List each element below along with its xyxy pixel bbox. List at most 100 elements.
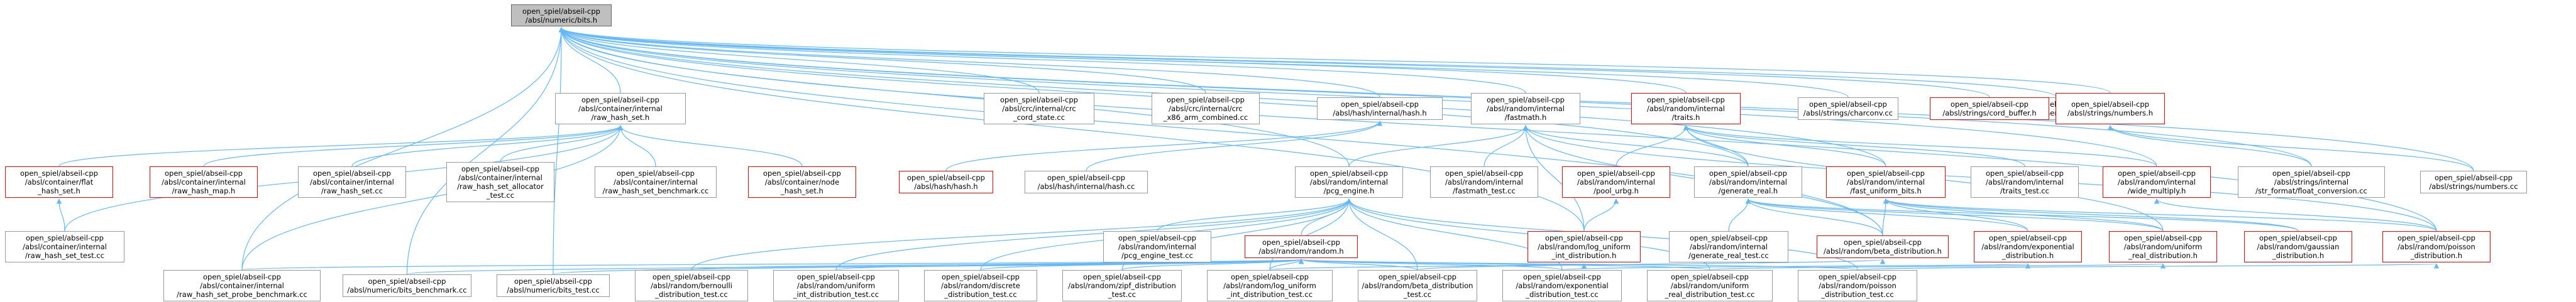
node-label-line: /traits.h [1671, 113, 1700, 122]
node-random-h[interactable]: open_spiel/abseil-cpp/absl/random/random… [1245, 235, 1358, 258]
node-pcg-engine-test[interactable]: open_spiel/abseil-cpp/absl/random/intern… [1103, 231, 1211, 262]
node-exponential-test[interactable]: open_spiel/abseil-cpp/absl/random/expone… [1502, 270, 1622, 301]
node-crc-x86[interactable]: open_spiel/abseil-cpp/absl/crc/internal/… [1152, 93, 1260, 124]
node-label-line: open_spiel/abseil-cpp [2397, 234, 2475, 242]
node-label-line: /absl/random/poisson [2397, 242, 2475, 251]
node-label-line: /raw_hash_set.cc [321, 186, 383, 195]
node-hash-cc[interactable]: open_spiel/abseil-cpp/absl/hash/internal… [1025, 171, 1148, 193]
node-beta-dist[interactable]: open_spiel/abseil-cpp/absl/random/beta_d… [1817, 235, 1949, 258]
node-fastmath-h[interactable]: open_spiel/abseil-cpp/absl/random/intern… [1471, 93, 1580, 124]
edge-uniform_real_test-to-uniform_real_dist [1709, 263, 2165, 271]
node-zipf-test[interactable]: open_spiel/abseil-cpp/absl/random/zipf_d… [1062, 270, 1182, 301]
node-label-line: /pcg_engine_test.cc [1121, 251, 1193, 260]
node-bits-benchmark[interactable]: open_spiel/abseil-cpp/absl/numeric/bits_… [343, 274, 471, 297]
node-label-line: /absl/random/log_uniform [1538, 242, 1631, 251]
node-label-line: /fastmath.h [1504, 113, 1547, 122]
node-label-line: /str_format/float_conversion.cc [2255, 186, 2367, 195]
edge-raw_hash_set_alloc-to-raw_hash_set_h [500, 125, 624, 163]
node-hash-internal-hash-h[interactable]: open_spiel/abseil-cpp/absl/hash/internal… [1317, 97, 1443, 120]
edge-numbers_cc-to-numbers_h [2107, 125, 2474, 171]
node-node-hash-set[interactable]: open_spiel/abseil-cpp/absl/container/nod… [748, 166, 856, 198]
edge-poisson_dist-to-root [558, 27, 2437, 232]
node-raw-hash-set-probe[interactable]: open_spiel/abseil-cpp/absl/container/int… [163, 270, 321, 301]
edge-generate_real_test-to-generate_real [1728, 198, 1751, 232]
edge-exponential_dist-to-fast_uniform_bits [1883, 198, 2028, 232]
edge-exponential_dist-to-generate_real [1745, 198, 2028, 232]
node-label-line: open_spiel/abseil-cpp [652, 272, 730, 281]
node-label-line: _distribution_test.cc [1821, 290, 1894, 299]
edge-random_h-to-pcg_engine [1301, 198, 1352, 236]
node-fastmath-test[interactable]: open_spiel/abseil-cpp/absl/random/intern… [1430, 166, 1538, 198]
node-label-line: /absl/random/poisson [1819, 281, 1896, 290]
node-str-format-float[interactable]: open_spiel/abseil-cpp/absl/strings/inter… [2238, 166, 2385, 198]
edge-pcg_engine-to-fastmath_h [1348, 125, 1529, 167]
node-fast-uniform-bits[interactable]: open_spiel/abseil-cpp/absl/random/intern… [1826, 166, 1946, 198]
node-poisson-test[interactable]: open_spiel/abseil-cpp/absl/random/poisso… [1798, 270, 1917, 301]
node-gaussian-dist[interactable]: open_spiel/abseil-cpp/absl/random/gaussi… [2244, 231, 2352, 262]
edge-poisson_test-to-poisson_dist [1857, 263, 2438, 271]
node-charconv[interactable]: open_spiel/abseil-cpp/absl/strings/charc… [1798, 97, 1898, 120]
edge-log_uniform_test-to-log_uniform [1269, 263, 1587, 271]
node-cord-buffer[interactable]: open_spiel/abseil-cpp/absl/strings/cord_… [1930, 97, 2049, 120]
edge-traits_test-to-traits_h [1683, 125, 2025, 167]
edge-beta_test-to-beta_dist [1417, 259, 1885, 271]
node-uniform-int-test[interactable]: open_spiel/abseil-cpp/absl/random/unifor… [773, 270, 899, 301]
node-label-line: /absl/container/internal [162, 178, 246, 186]
node-discrete-test[interactable]: open_spiel/abseil-cpp/absl/random/discre… [924, 270, 1037, 301]
node-exponential-dist[interactable]: open_spiel/abseil-cpp/absl/random/expone… [1974, 231, 2082, 262]
node-uniform-real-dist[interactable]: open_spiel/abseil-cpp/absl/random/unifor… [2109, 231, 2217, 262]
node-uniform-real-test[interactable]: open_spiel/abseil-cpp/absl/random/unifor… [1647, 270, 1773, 301]
node-hash-h[interactable]: open_spiel/abseil-cpp/absl/hash/hash.h [899, 171, 993, 193]
node-label-line: open_spiel/abseil-cpp [1445, 169, 1523, 178]
edge-uniform_real_dist-to-fast_uniform_bits [1883, 198, 2164, 232]
node-traits-test[interactable]: open_spiel/abseil-cpp/absl/random/intern… [1971, 166, 2079, 198]
node-label-line: open_spiel/abseil-cpp [1167, 95, 1245, 104]
node-raw-hash-set-alloc[interactable]: open_spiel/abseil-cpp/absl/container/int… [446, 162, 554, 202]
node-raw-hash-set-bench[interactable]: open_spiel/abseil-cpp/absl/container/int… [595, 166, 717, 198]
node-label-line: /absl/random/internal [2118, 178, 2196, 186]
node-label-line: open_spiel/abseil-cpp [1083, 272, 1161, 281]
node-raw-hash-map[interactable]: open_spiel/abseil-cpp/absl/container/int… [150, 166, 258, 198]
edge-fastmath_test-to-fastmath_h [1483, 125, 1529, 167]
node-traits-h[interactable]: open_spiel/abseil-cpp/absl/random/intern… [1631, 93, 1741, 124]
edge-wide_multiply-to-traits_h [1683, 125, 2157, 167]
node-crc-cord-state[interactable]: open_spiel/abseil-cpp/absl/crc/internal/… [984, 93, 1094, 124]
edge-raw_hash_map-to-raw_hash_set_h [203, 125, 624, 167]
node-label-line: _int_distribution_test.cc [793, 290, 879, 299]
node-label-line: open_spiel/abseil-cpp [313, 169, 391, 178]
node-label-line: open_spiel/abseil-cpp [1577, 169, 1655, 178]
node-poisson-dist[interactable]: open_spiel/abseil-cpp/absl/random/poisso… [2382, 231, 2491, 262]
node-beta-test[interactable]: open_spiel/abseil-cpp/absl/random/beta_d… [1358, 270, 1477, 301]
edge-wide_multiply-to-root [558, 27, 2157, 167]
edge-raw_hash_set_probe-to-raw_hash_set_h [241, 125, 624, 271]
node-log-uniform-test[interactable]: open_spiel/abseil-cpp/absl/random/log_un… [1207, 270, 1333, 301]
node-label-line: _distribution.h [2001, 251, 2054, 260]
node-flat-hash-set[interactable]: open_spiel/abseil-cpp/absl/container/fla… [5, 166, 113, 198]
node-generate-real[interactable]: open_spiel/abseil-cpp/absl/random/intern… [1694, 166, 1802, 198]
node-generate-real-test[interactable]: open_spiel/abseil-cpp/absl/random/intern… [1669, 231, 1788, 262]
edge-pool_urbg-to-traits_h [1616, 125, 1689, 167]
node-label-line: /absl/random/uniform [1670, 281, 1749, 290]
node-pcg-engine[interactable]: open_spiel/abseil-cpp/absl/random/intern… [1295, 166, 1403, 198]
node-label-line: _distribution.h [2272, 251, 2325, 260]
node-wide-multiply[interactable]: open_spiel/abseil-cpp/absl/random/intern… [2103, 166, 2211, 198]
node-label-line: open_spiel/abseil-cpp [942, 272, 1020, 281]
node-label-line: /absl/numeric/bits_benchmark.cc [347, 286, 467, 294]
node-raw-hash-set-h[interactable]: open_spiel/abseil-cpp/absl/container/int… [555, 93, 686, 124]
node-bernoulli-test[interactable]: open_spiel/abseil-cpp/absl/random/bernou… [635, 270, 748, 301]
node-log-uniform[interactable]: open_spiel/abseil-cpp/absl/random/log_un… [1527, 231, 1641, 262]
node-label-line: /absl/numeric/bits.h [525, 15, 598, 24]
node-label-line: /absl/random/internal [1445, 178, 1523, 186]
node-label-line: /absl/random/internal [1847, 178, 1925, 186]
node-numbers-cc[interactable]: open_spiel/abseil-cpp/absl/strings/numbe… [2420, 171, 2527, 193]
node-numbers-h[interactable]: open_spiel/abseil-cpp/absl/strings/numbe… [2056, 93, 2165, 124]
node-label-line: /absl/random/internal [1986, 178, 2064, 186]
node-raw-hash-set-test[interactable]: open_spiel/abseil-cpp/absl/container/int… [5, 231, 124, 262]
node-label-line: open_spiel/abseil-cpp [2118, 169, 2196, 178]
node-root[interactable]: open_spiel/abseil-cpp/absl/numeric/bits.… [511, 4, 612, 26]
node-raw-hash-set-cc[interactable]: open_spiel/abseil-cpp/absl/container/int… [298, 166, 406, 198]
node-label-line: _test.cc [1108, 290, 1137, 299]
node-pool-urbg[interactable]: open_spiel/abseil-cpp/absl/random/intern… [1562, 166, 1670, 198]
node-label-line: open_spiel/abseil-cpp [1379, 272, 1456, 281]
node-bits-test[interactable]: open_spiel/abseil-cpp/absl/numeric/bits_… [497, 274, 610, 297]
